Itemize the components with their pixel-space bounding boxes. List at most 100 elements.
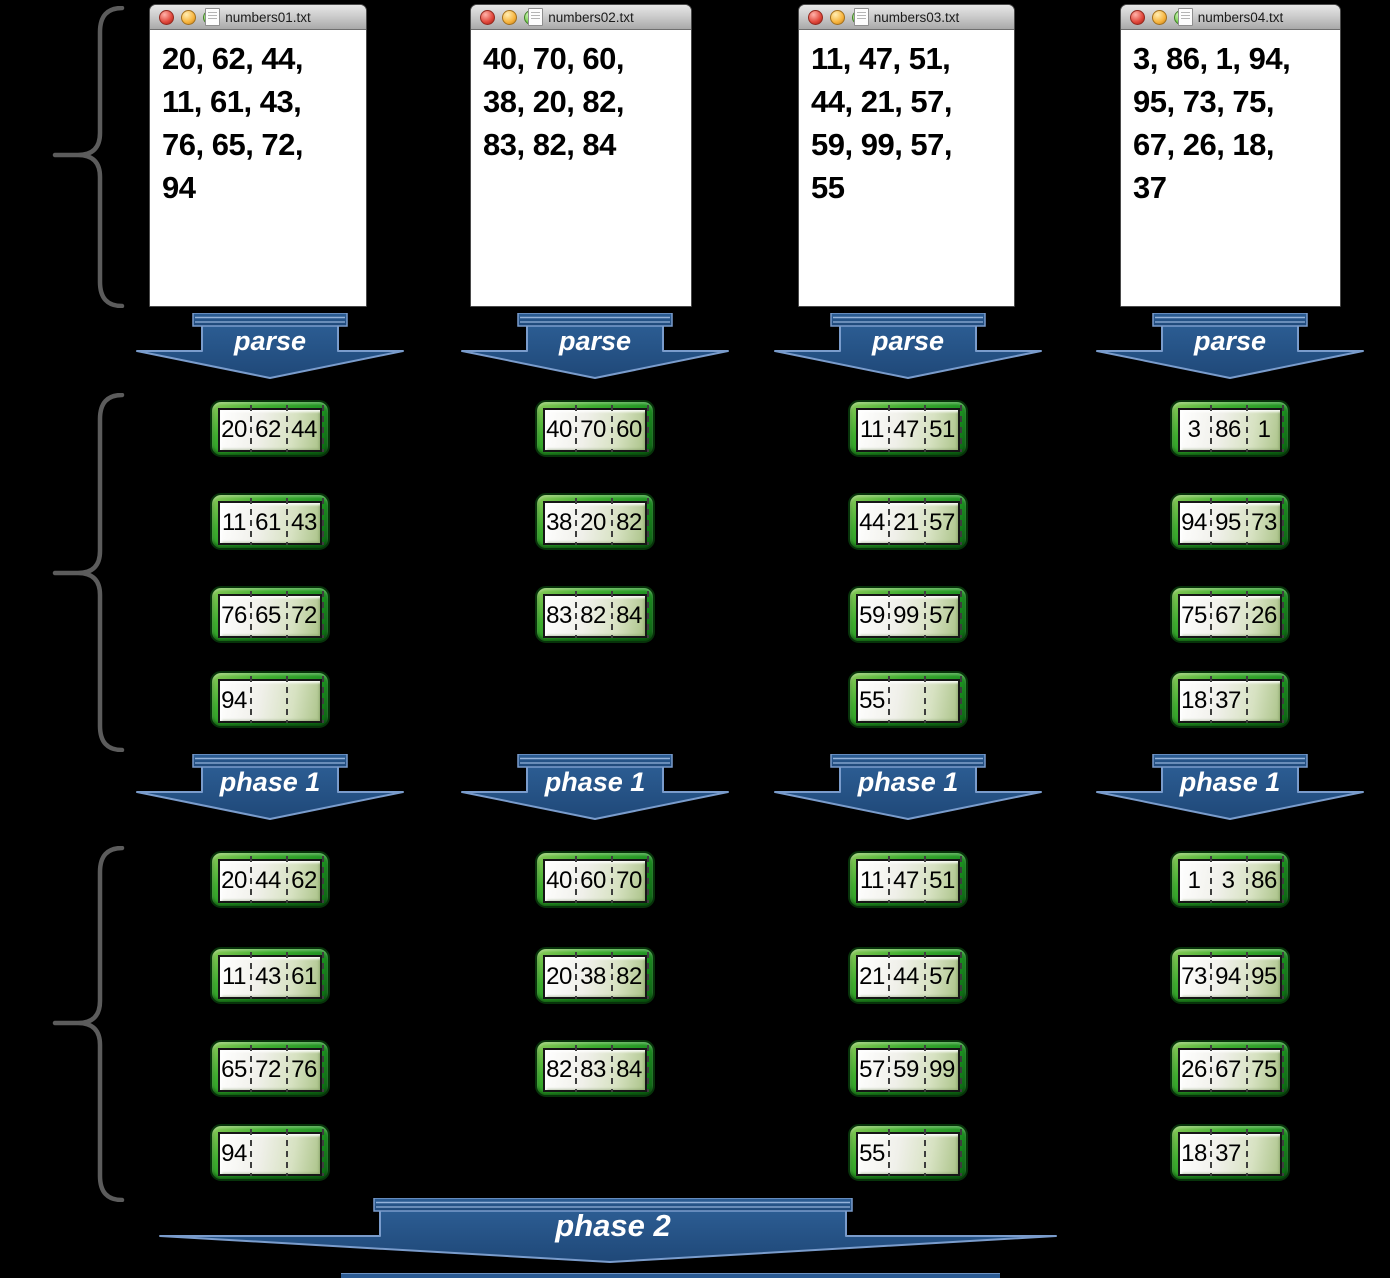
chunk-value: 3 (1187, 416, 1201, 443)
chunk-cells (856, 955, 960, 999)
window-titlebar[interactable]: numbers04.txt (1121, 5, 1340, 30)
chunk-value (1246, 679, 1282, 723)
parse-arrow-icon: parse (774, 313, 1042, 379)
chunk-value: 26 (1181, 1056, 1207, 1083)
chunk-cells (218, 408, 322, 452)
chunk-value: 47 (893, 416, 919, 443)
cell-divider (250, 498, 252, 545)
record-chunk: 73 94 95 (1170, 947, 1290, 1004)
chunk-value: 20 (580, 509, 606, 536)
chunk-value: 20 (546, 963, 572, 990)
chunk-value: 73 (1251, 509, 1277, 536)
cell-divider (611, 498, 613, 545)
record-chunk: 44 21 57 (848, 493, 968, 550)
chunk-value: 37 (1215, 687, 1241, 714)
record-chunk: 57 59 99 (848, 1040, 968, 1097)
cell-divider (286, 856, 288, 903)
cell-divider (1246, 405, 1248, 452)
cell-divider (611, 856, 613, 903)
chunk-cells (543, 859, 647, 903)
chunk-cells (543, 501, 647, 545)
cell-divider (286, 1129, 288, 1176)
window-titlebar[interactable]: numbers02.txt (471, 5, 691, 30)
cell-divider (924, 498, 926, 545)
record-chunk: 11 43 61 (210, 947, 330, 1004)
record-chunk: 20 62 44 (210, 400, 330, 457)
chunk-value (924, 679, 960, 723)
chunk-cells (1178, 1132, 1282, 1176)
minimize-button[interactable] (181, 10, 196, 25)
chunk-value: 57 (929, 963, 955, 990)
chunk-value: 62 (255, 416, 281, 443)
window-titlebar[interactable]: numbers01.txt (150, 5, 366, 30)
phase1-arrow-icon: phase 1 (774, 754, 1042, 820)
chunk-value: 11 (222, 509, 246, 536)
record-chunk: 55 (848, 671, 968, 728)
close-button[interactable] (808, 10, 823, 25)
chunk-value: 18 (1181, 1140, 1207, 1167)
chunk-value: 57 (859, 1056, 885, 1083)
cell-divider (250, 405, 252, 452)
chunk-value: 44 (859, 509, 885, 536)
minimize-button[interactable] (502, 10, 517, 25)
phase1-arrow-label: phase 1 (1179, 767, 1281, 797)
cell-divider (924, 1045, 926, 1092)
cell-divider (286, 1045, 288, 1092)
cell-divider (1282, 1045, 1284, 1092)
chunk-cells (543, 955, 647, 999)
phase1-arrow-label: phase 1 (544, 767, 646, 797)
minimize-button[interactable] (1152, 10, 1167, 25)
phase2-arrow-label: phase 2 (554, 1208, 670, 1243)
chunk-value: 84 (616, 1056, 642, 1083)
cell-divider (250, 676, 252, 723)
chunk-value: 94 (1215, 963, 1241, 990)
cell-divider (960, 405, 962, 452)
cell-divider (888, 676, 890, 723)
document-icon (1177, 8, 1193, 26)
parse-arrow-label: parse (558, 326, 631, 356)
record-chunk: 82 83 84 (535, 1040, 655, 1097)
cell-divider (1210, 591, 1212, 638)
cell-divider (611, 591, 613, 638)
chunk-value: 59 (859, 602, 885, 629)
chunk-value (1246, 1132, 1282, 1176)
cell-divider (322, 952, 324, 999)
record-chunk: 55 (848, 1124, 968, 1181)
record-chunk: 75 67 26 (1170, 586, 1290, 643)
cell-divider (960, 676, 962, 723)
file-contents: 20, 62, 44, 11, 61, 43, 76, 65, 72, 94 (162, 41, 304, 205)
close-button[interactable] (159, 10, 174, 25)
cell-divider (888, 591, 890, 638)
chunk-value: 86 (1215, 416, 1241, 443)
chunk-cells (856, 679, 960, 723)
cell-divider (647, 591, 649, 638)
close-button[interactable] (480, 10, 495, 25)
chunk-value: 76 (221, 602, 247, 629)
chunk-value: 65 (221, 1056, 247, 1083)
chunk-value (924, 1132, 960, 1176)
chunk-value: 51 (929, 867, 955, 894)
cell-divider (286, 405, 288, 452)
record-chunk: 18 37 (1170, 671, 1290, 728)
cutoff-element-edge (341, 1273, 1000, 1278)
cell-divider (322, 1045, 324, 1092)
window-titlebar[interactable]: numbers03.txt (799, 5, 1014, 30)
chunk-cells (1178, 859, 1282, 903)
cell-divider (888, 1045, 890, 1092)
close-button[interactable] (1130, 10, 1145, 25)
cell-divider (575, 405, 577, 452)
parse-arrow-icon: parse (136, 313, 404, 379)
cell-divider (250, 952, 252, 999)
cell-divider (1282, 952, 1284, 999)
record-chunk: 83 82 84 (535, 586, 655, 643)
minimize-button[interactable] (830, 10, 845, 25)
chunk-cells (856, 859, 960, 903)
chunk-cells (1178, 594, 1282, 638)
chunk-value: 82 (616, 963, 642, 990)
chunk-value: 43 (291, 509, 317, 536)
cell-divider (647, 1045, 649, 1092)
chunk-value: 72 (255, 1056, 281, 1083)
chunk-value: 82 (580, 602, 606, 629)
cell-divider (1246, 1045, 1248, 1092)
cell-divider (888, 405, 890, 452)
